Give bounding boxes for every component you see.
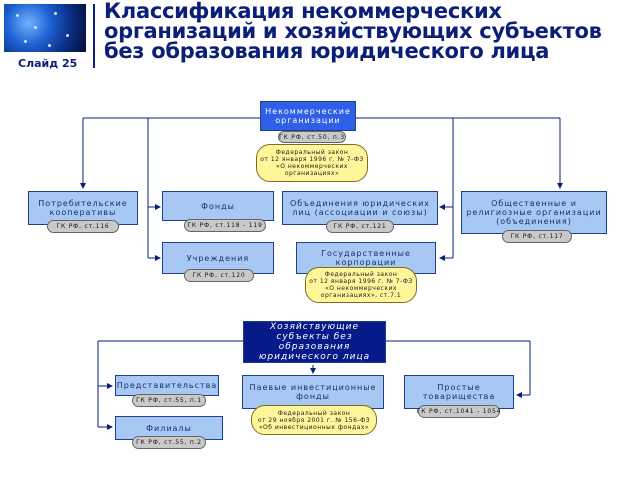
ref-associations: ГК РФ, ст.121 [326,220,394,233]
header-divider [93,4,95,68]
node-mutual-funds: Паевые инвестиционные фонды [242,375,384,409]
ref-funds: ГК РФ, ст.118 - 119 [184,219,266,232]
node-partnerships: Простые товарищества [404,375,514,409]
law-state-corps: Федеральный закон от 12 января 1996 г. №… [305,267,417,303]
ref-branches: ГК РФ, ст.55, п.2 [132,436,206,449]
node-noncommercial: Некоммерческие организации [260,101,356,131]
page-title: Классификация некоммерческих организаций… [104,0,602,63]
ref-partnerships: ГК РФ, ст.1041 - 1054 [417,405,500,418]
node-funds: Фонды [162,191,274,221]
node-public-orgs: Общественные и религиозные организации (… [461,191,607,234]
node-business-entities: Хозяйствующие субъекты без образования ю… [243,321,386,363]
ref-institutions: ГК РФ, ст.120 [184,269,254,282]
ref-consumer-coops: ГК РФ, ст.116 [47,220,119,233]
ref-noncommercial: ГК РФ, ст.50, п.3 [278,131,346,143]
law-mutual-funds: Федеральный закон от 29 ноября 2001 г. №… [251,405,377,435]
law-noncommercial: Федеральный закон от 12 января 1996 г. №… [256,144,368,182]
slide-number: Слайд 25 [18,57,78,70]
header-image [4,4,86,52]
node-representations: Представительства [115,375,219,396]
node-consumer-coops: Потребительские кооперативы [28,191,138,225]
ref-public-orgs: ГК РФ, ст.117 [502,230,572,243]
ref-representations: ГК РФ, ст.55, п.1 [132,394,206,407]
